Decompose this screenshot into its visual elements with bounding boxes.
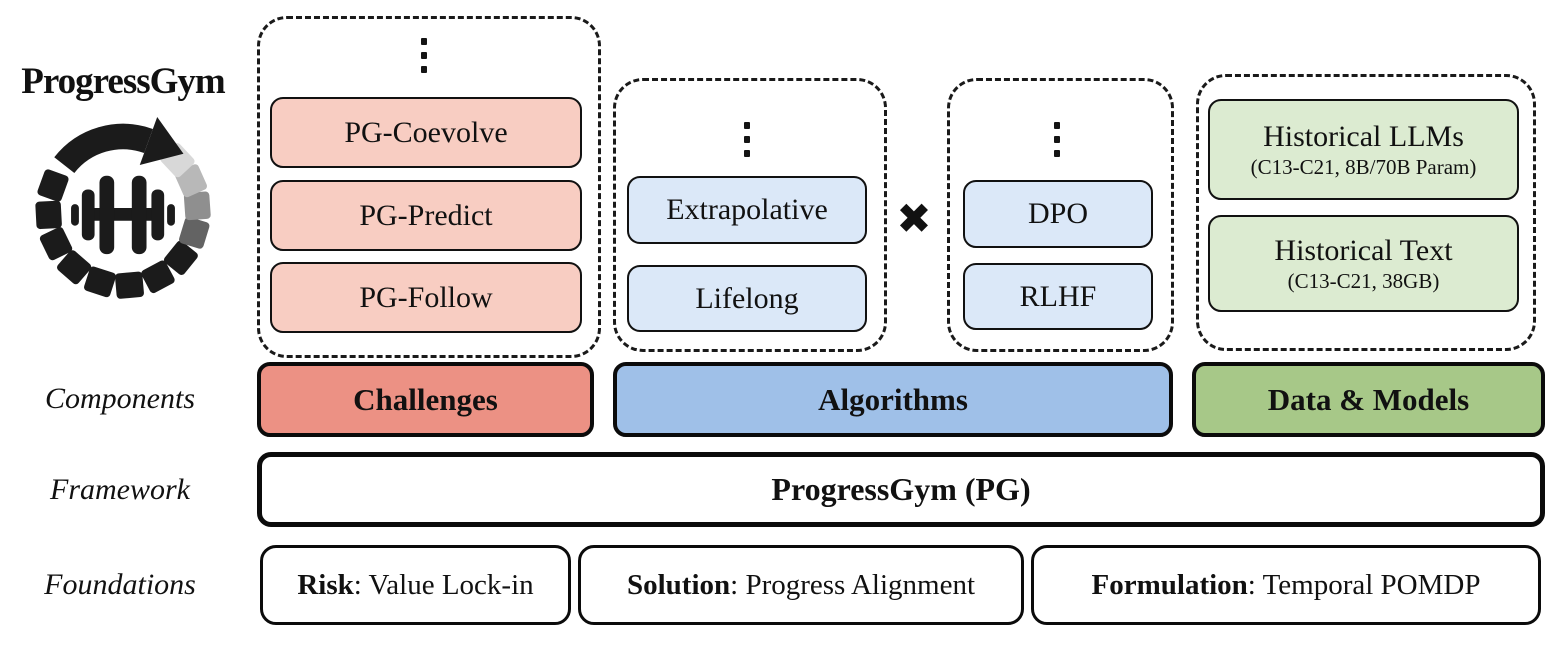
components-bar-data-models: Data & Models [1192,362,1545,437]
data-models-group-outline [1196,74,1536,351]
chip-title: Historical LLMs [1263,120,1464,154]
foundation-prefix: Solution [626,568,731,601]
chip-title: Historical Text [1274,234,1453,268]
foundation-text: : Temporal POMDP [1247,568,1481,601]
components-bar-challenges: Challenges [257,362,594,437]
algorithm-types-group-outline [613,78,887,352]
vertical-ellipsis-icon [1054,118,1060,160]
chip-subtitle: (C13-C21, 8B/70B Param) [1250,154,1477,179]
progressgym-logo-icon [35,117,211,299]
chip-lifelong: Lifelong [627,265,867,332]
chip-subtitle: (C13-C21, 38GB) [1287,268,1440,293]
vertical-ellipsis-icon [421,34,427,76]
multiply-operator-icon: ✖ [896,193,932,243]
chip-pg-coevolve: PG-Coevolve [270,97,582,168]
foundation-text: : Value Lock-in [353,568,534,601]
foundation-prefix: Formulation [1091,568,1248,601]
foundation-box-formulation: Formulation: Temporal POMDP [1031,545,1541,625]
framework-bar-progressgym: ProgressGym (PG) [257,452,1545,527]
vertical-ellipsis-icon [744,118,750,160]
row-label-components: Components [45,382,195,415]
foundation-box-risk: Risk: Value Lock-in [260,545,571,625]
chip-pg-follow: PG-Follow [270,262,582,333]
row-label-framework: Framework [50,473,190,506]
row-label-foundations: Foundations [44,568,196,601]
chip-historical-text: Historical Text (C13-C21, 38GB) [1208,215,1519,312]
chip-historical-llms: Historical LLMs (C13-C21, 8B/70B Param) [1208,99,1519,200]
foundation-box-solution: Solution: Progress Alignment [578,545,1024,625]
chip-rlhf: RLHF [963,263,1153,330]
chip-pg-predict: PG-Predict [270,180,582,251]
brand-title: ProgressGym [21,61,225,102]
components-bar-algorithms: Algorithms [613,362,1173,437]
chip-extrapolative: Extrapolative [627,176,867,244]
chip-dpo: DPO [963,180,1153,248]
foundation-prefix: Risk [297,568,354,601]
algorithm-bases-group-outline [947,78,1174,352]
challenges-group-outline [257,16,601,358]
foundation-text: : Progress Alignment [730,568,976,601]
